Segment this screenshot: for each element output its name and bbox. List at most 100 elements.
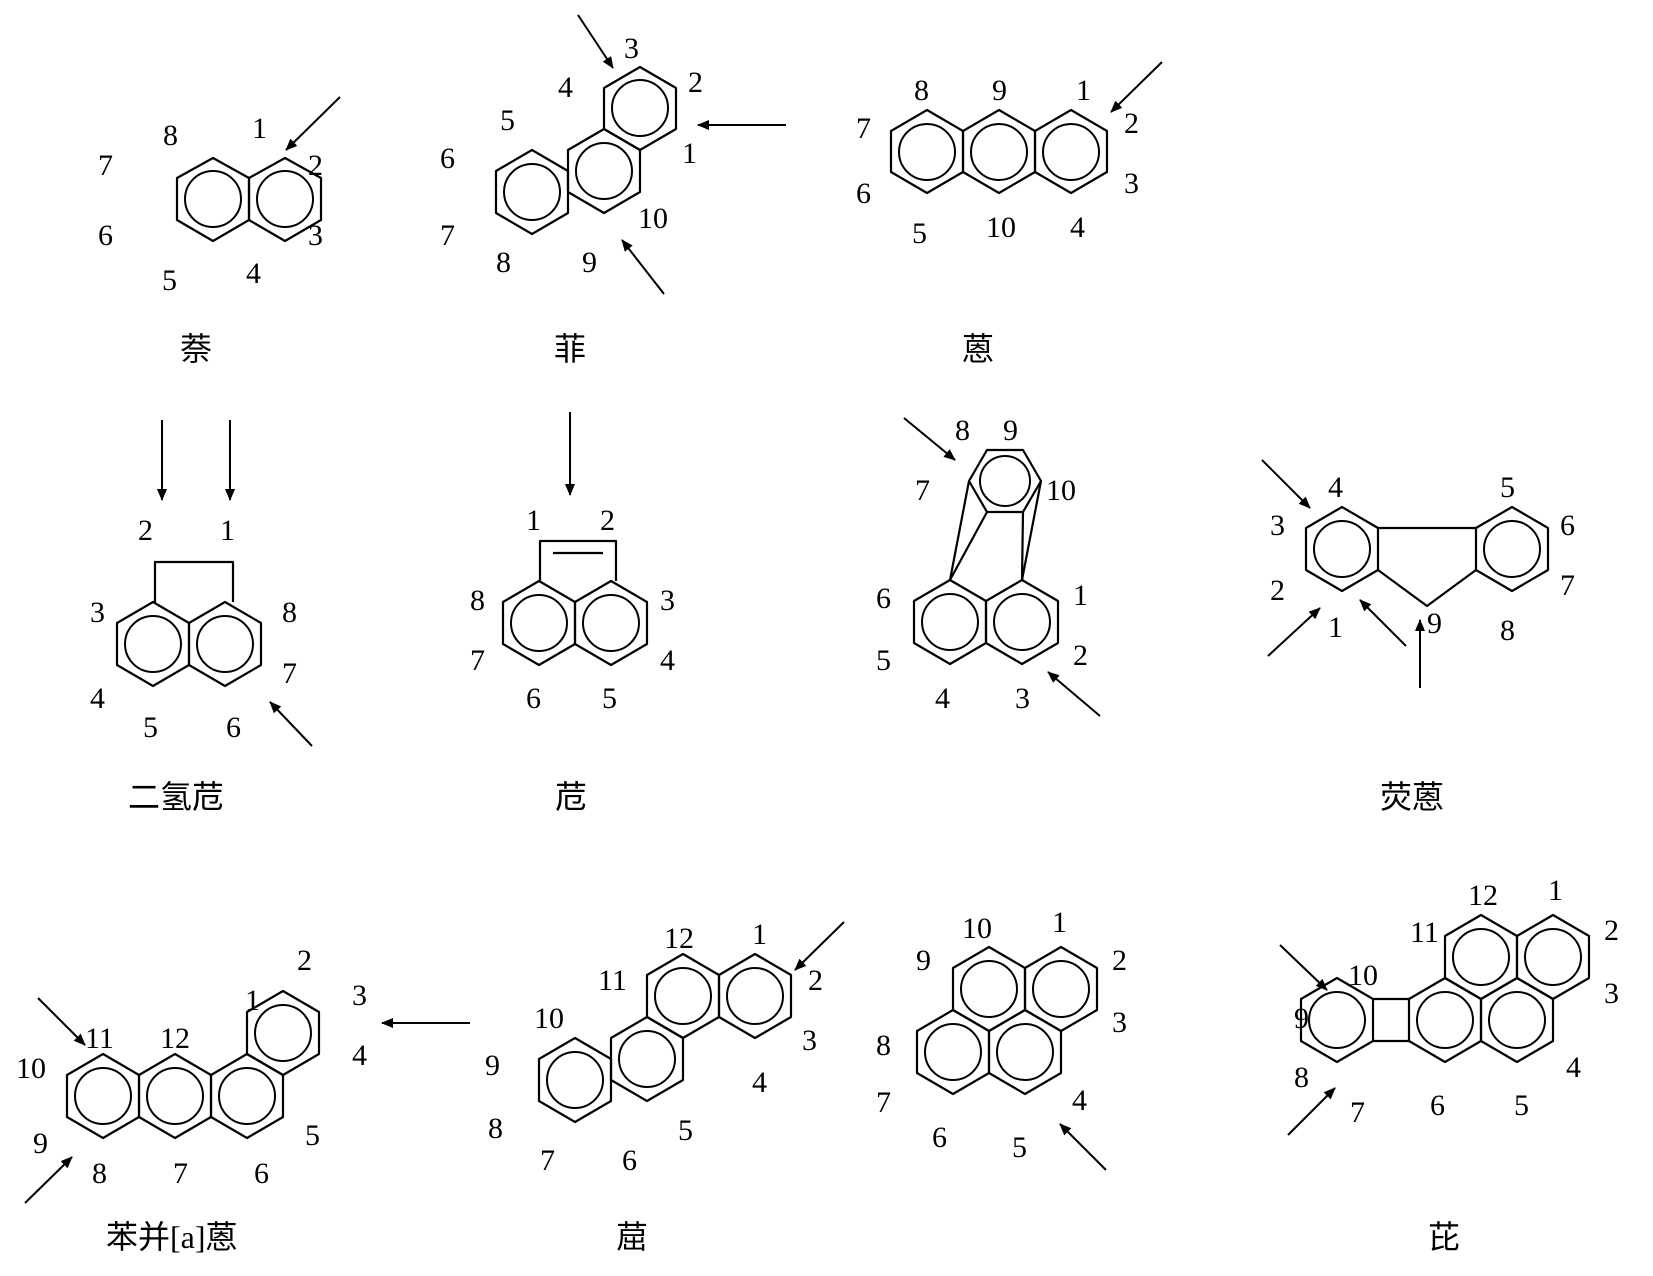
acenaphthylene-name: 苊 [555, 779, 587, 815]
benz-a-anthracene-label-6: 6 [254, 1157, 269, 1190]
phenanthrene-label-2: 2 [688, 66, 703, 99]
acenaphthylene-structure: 1 2 3 4 5 6 7 8 苊 [470, 412, 675, 815]
benz-a-anthracene-label-7: 7 [173, 1157, 188, 1190]
benz-a-anthracene-label-8: 8 [92, 1157, 107, 1190]
benzo-a-pyrene-name: 芘 [1428, 1219, 1460, 1255]
pyrene-label-7: 7 [876, 1086, 891, 1119]
acenaphthylene-label-6: 6 [526, 682, 541, 715]
chrysene-label-7: 7 [540, 1144, 555, 1177]
benzo-a-pyrene-label-9: 9 [1294, 1002, 1309, 1035]
fluorene-label-3: 3 [1270, 509, 1285, 542]
chrysene-label-9: 9 [485, 1049, 500, 1082]
naphthalene-name: 萘 [180, 331, 212, 367]
acenaphthylene-label-1: 1 [526, 504, 541, 537]
pyrene-label-10: 10 [962, 912, 992, 945]
acenaphthene-label-5: 5 [143, 711, 158, 744]
benzo-a-pyrene-label-8: 8 [1294, 1061, 1309, 1094]
benzo-a-pyrene-label-3: 3 [1604, 977, 1619, 1010]
benz-a-anthracene-label-5: 5 [305, 1119, 320, 1152]
pyrene-structure: 1 2 3 4 5 6 7 8 9 10 [876, 906, 1127, 1171]
benz-a-anthracene-label-4: 4 [352, 1039, 367, 1072]
acenaphthene-label-4: 4 [90, 682, 105, 715]
benz-a-anthracene-label-10: 10 [16, 1052, 46, 1085]
acenaphthene-label-7: 7 [282, 657, 297, 690]
anthracene-label-3: 3 [1124, 167, 1139, 200]
benzo-a-pyrene-label-7: 7 [1350, 1096, 1365, 1129]
acenaphthene-label-8: 8 [282, 596, 297, 629]
chrysene-label-4: 4 [752, 1066, 767, 1099]
fluoranthene-label-4: 4 [935, 682, 950, 715]
fluorene-label-8: 8 [1500, 614, 1515, 647]
pyrene-label-4: 4 [1072, 1084, 1087, 1117]
benzo-a-pyrene-structure: 1 2 3 4 5 6 7 8 9 10 11 12 芘 [1279, 874, 1619, 1255]
acenaphthylene-label-4: 4 [660, 644, 675, 677]
anthracene-label-9: 9 [992, 74, 1007, 107]
anthracene-label-7: 7 [856, 112, 871, 145]
benz-a-anthracene-label-12: 12 [160, 1022, 190, 1055]
acenaphthylene-label-3: 3 [660, 584, 675, 617]
pyrene-label-8: 8 [876, 1029, 891, 1062]
benzo-a-pyrene-label-2: 2 [1604, 914, 1619, 947]
benz-a-anthracene-structure: 1 2 3 4 5 6 7 8 9 10 11 12 苯并[a]蒽 [16, 944, 470, 1255]
fluoranthene-label-2: 2 [1073, 639, 1088, 672]
anthracene-name: 蒽 [962, 331, 994, 367]
fluorene-label-4: 4 [1328, 471, 1343, 504]
fluoranthene-label-7: 7 [915, 474, 930, 507]
phenanthrene-label-8: 8 [496, 246, 511, 279]
anthracene-label-5: 5 [912, 217, 927, 250]
phenanthrene-label-9: 9 [582, 246, 597, 279]
fluoranthene-label-10: 10 [1046, 474, 1076, 507]
naphthalene-label-6: 6 [98, 219, 113, 252]
fluoranthene-label-5: 5 [876, 644, 891, 677]
pyrene-label-9: 9 [916, 944, 931, 977]
chrysene-label-6: 6 [622, 1144, 637, 1177]
phenanthrene-structure: 1 2 3 4 5 6 7 8 9 10 菲 [440, 14, 786, 367]
naphthalene-label-8: 8 [163, 119, 178, 152]
acenaphthene-label-1: 1 [220, 514, 235, 547]
acenaphthene-label-3: 3 [90, 596, 105, 629]
fluorene-name: 荧蒽 [1380, 779, 1444, 815]
anthracene-label-6: 6 [856, 177, 871, 210]
phenanthrene-name: 菲 [554, 331, 586, 367]
pyrene-label-5: 5 [1012, 1131, 1027, 1164]
pyrene-label-3: 3 [1112, 1006, 1127, 1039]
fluoranthene-label-3: 3 [1015, 682, 1030, 715]
chrysene-label-2: 2 [808, 964, 823, 997]
benzo-a-pyrene-label-11: 11 [1410, 916, 1439, 949]
benzo-a-pyrene-label-4: 4 [1566, 1051, 1581, 1084]
acenaphthene-label-2: 2 [138, 514, 153, 547]
chrysene-label-1: 1 [752, 918, 767, 951]
acenaphthylene-label-5: 5 [602, 682, 617, 715]
fluorene-label-1: 1 [1328, 611, 1343, 644]
phenanthrene-label-6: 6 [440, 142, 455, 175]
chrysene-label-11: 11 [598, 964, 627, 997]
pyrene-label-1: 1 [1052, 906, 1067, 939]
chrysene-label-12: 12 [664, 922, 694, 955]
benzo-a-pyrene-label-12: 12 [1468, 879, 1498, 912]
naphthalene-label-5: 5 [162, 264, 177, 297]
chrysene-structure: 1 2 3 4 5 6 7 8 9 10 11 12 䓛 [485, 918, 845, 1255]
benz-a-anthracene-label-2: 2 [297, 944, 312, 977]
benzo-a-pyrene-label-5: 5 [1514, 1089, 1529, 1122]
anthracene-label-10: 10 [986, 211, 1016, 244]
benzo-a-pyrene-label-10: 10 [1348, 959, 1378, 992]
benz-a-anthracene-label-9: 9 [33, 1127, 48, 1160]
naphthalene-label-2: 2 [308, 149, 323, 182]
phenanthrene-label-5: 5 [500, 104, 515, 137]
naphthalene-label-1: 1 [252, 112, 267, 145]
acenaphthene-name: 二氢苊 [128, 779, 224, 815]
chrysene-label-10: 10 [534, 1002, 564, 1035]
fluorene-label-2: 2 [1270, 574, 1285, 607]
benz-a-anthracene-label-3: 3 [352, 979, 367, 1012]
fluoranthene-label-9: 9 [1003, 414, 1018, 447]
pyrene-label-6: 6 [932, 1121, 947, 1154]
naphthalene-label-7: 7 [98, 149, 113, 182]
chrysene-label-3: 3 [802, 1024, 817, 1057]
pyrene-label-2: 2 [1112, 944, 1127, 977]
anthracene-structure: 1 2 3 4 5 6 7 8 9 10 蒽 [856, 61, 1163, 367]
acenaphthene-structure: 1 2 3 4 5 6 7 8 二氢苊 [90, 420, 313, 815]
fluorene-structure: 1 2 3 4 5 6 7 8 9 荧蒽 [1261, 459, 1575, 815]
naphthalene-label-3: 3 [308, 219, 323, 252]
benzo-a-pyrene-label-1: 1 [1548, 874, 1563, 907]
